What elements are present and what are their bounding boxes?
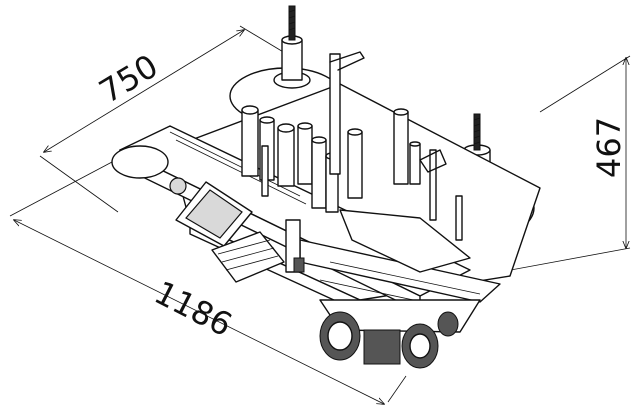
control-panel xyxy=(175,181,253,247)
conveyor-end-roller xyxy=(111,145,169,179)
dimension-467: 467 xyxy=(499,55,631,273)
roller-4 xyxy=(297,125,313,185)
motors xyxy=(319,311,459,369)
dim-750-line xyxy=(44,30,244,152)
conveyor xyxy=(111,125,501,333)
arm-right xyxy=(419,149,447,173)
front-bracket xyxy=(293,257,305,273)
motor-cap xyxy=(437,311,459,337)
roller-8 xyxy=(393,111,409,185)
roller-9 xyxy=(409,143,421,185)
roller-5 xyxy=(311,139,327,209)
dim-750-label: 750 xyxy=(93,47,165,111)
dim-467-label: 467 xyxy=(590,117,628,178)
dim-467-ext-top xyxy=(539,55,631,113)
dim-1186-ext-right xyxy=(387,375,407,403)
conveyor-knob xyxy=(169,177,187,195)
hmi-screen xyxy=(185,189,243,239)
arm-left xyxy=(329,51,365,71)
conveyor-recess xyxy=(339,209,471,273)
posts xyxy=(261,51,463,241)
left-spindle-body xyxy=(281,39,303,81)
post-front xyxy=(261,145,269,197)
roller-1 xyxy=(241,109,259,177)
gearbox xyxy=(363,329,401,365)
roller-3 xyxy=(277,127,295,187)
applicator-block xyxy=(211,231,285,283)
post-right xyxy=(429,149,437,221)
post-left xyxy=(329,53,341,175)
dim-467-ext-bottom xyxy=(499,247,631,273)
machine xyxy=(111,5,541,369)
post-right-2 xyxy=(455,195,463,241)
dim-750-ext-left xyxy=(39,155,119,213)
front-mechanics xyxy=(211,219,305,283)
dim-1186-line xyxy=(14,220,384,404)
roller-6 xyxy=(347,131,363,199)
dim-1186-label: 1186 xyxy=(148,273,238,344)
dim-1186-ext-left xyxy=(9,161,113,217)
